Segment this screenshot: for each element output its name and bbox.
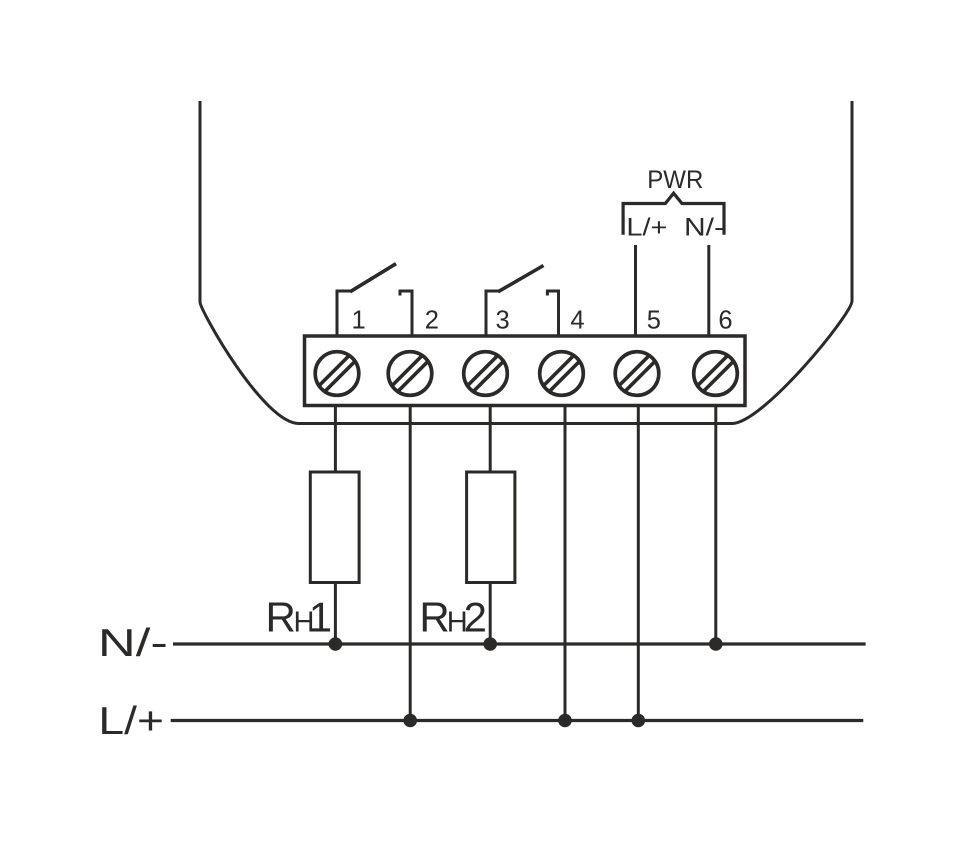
svg-text:L/+: L/+ [98,700,164,743]
svg-text:3: 3 [496,307,510,335]
svg-text:R: R [419,594,449,641]
svg-text:R: R [266,594,296,641]
svg-text:H: H [447,607,468,639]
svg-text:N/-: N/- [684,213,724,241]
svg-text:2: 2 [425,307,439,335]
svg-text:1: 1 [352,307,366,335]
svg-text:L/+: L/+ [626,213,667,241]
svg-text:5: 5 [647,307,661,335]
svg-text:2: 2 [464,594,487,641]
svg-text:H: H [294,607,315,639]
svg-text:1: 1 [309,594,332,641]
svg-text:N/-: N/- [98,622,168,665]
svg-text:6: 6 [718,307,732,335]
svg-text:4: 4 [570,307,584,335]
svg-text:PWR: PWR [647,166,703,194]
